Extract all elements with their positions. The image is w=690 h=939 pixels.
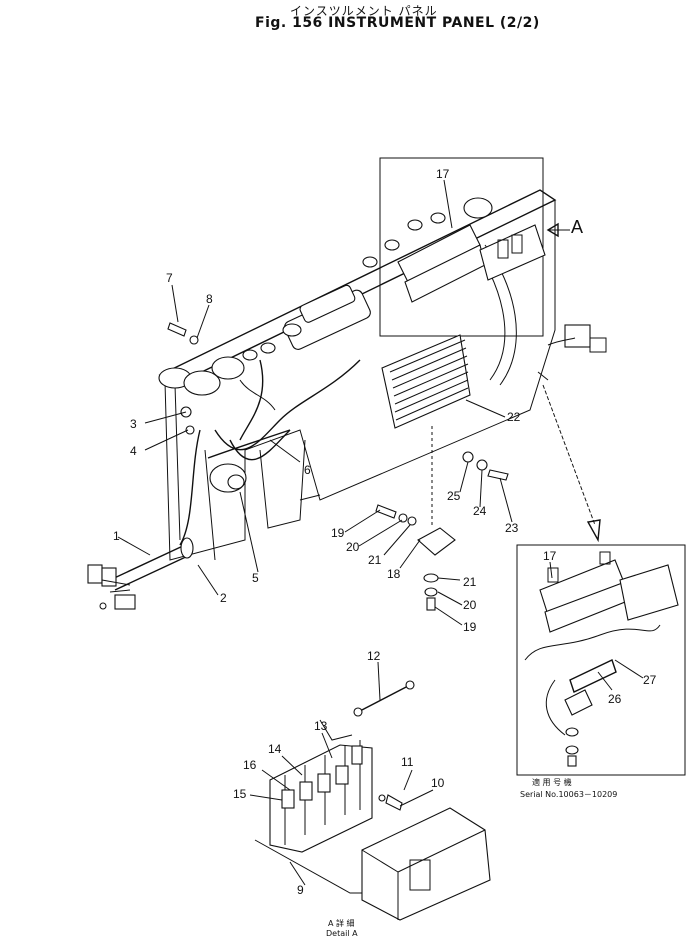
key-switch	[207, 429, 291, 493]
detail-label-jp: A 詳 細	[328, 918, 355, 928]
cable-assembly	[87, 537, 194, 610]
callout-8: 8	[206, 292, 213, 306]
callout-5: 5	[252, 571, 259, 585]
leader-lines	[117, 179, 644, 886]
caption-labels: 適 用 号 機 Serial No.10063－10209 A 詳 細 Deta…	[326, 777, 617, 938]
callout-1: 1	[113, 529, 120, 543]
figure-title: Fig. 156 INSTRUMENT PANEL (2/2)	[255, 15, 540, 31]
callout-20: 20	[346, 540, 360, 554]
callout-19b: 19	[463, 620, 477, 634]
callout-25: 25	[447, 489, 461, 503]
callout-17: 17	[436, 167, 450, 181]
callout-24: 24	[473, 504, 487, 518]
callout-18: 18	[387, 567, 401, 581]
callout-3: 3	[130, 417, 137, 431]
fasteners	[167, 322, 509, 611]
callout-15: 15	[233, 787, 247, 801]
detail-label-en: Detail A	[326, 929, 358, 938]
serial-number: Serial No.10063－10209	[520, 790, 617, 799]
japanese-title: インスツルメント パネル	[290, 4, 438, 18]
callout-7: 7	[166, 271, 173, 285]
callout-19: 19	[331, 526, 345, 540]
callout-6: 6	[304, 463, 311, 477]
callout-2: 2	[220, 591, 227, 605]
detail-leader-arrow	[537, 371, 601, 543]
callout-21b: 21	[463, 575, 477, 589]
callout-13: 13	[314, 719, 328, 733]
callout-4: 4	[130, 444, 137, 458]
callout-labels: 7 8 3 4 1 2 5 6 19 20 21 18 21 20 19 22 …	[113, 167, 657, 897]
callout-14: 14	[268, 742, 282, 756]
detail-a-drawing	[254, 680, 491, 921]
detail-view-frame	[379, 157, 570, 337]
callout-20b: 20	[463, 598, 477, 612]
view-marker-a: A	[571, 217, 583, 237]
relay-box	[397, 224, 607, 353]
callout-10: 10	[431, 776, 445, 790]
callout-22: 22	[507, 410, 521, 424]
serial-label-jp: 適 用 号 機	[532, 777, 572, 787]
callout-16: 16	[243, 758, 257, 772]
callout-12: 12	[367, 649, 381, 663]
gauges	[158, 197, 493, 396]
callout-11: 11	[401, 755, 414, 769]
callout-9: 9	[297, 883, 304, 897]
callout-17b: 17	[543, 549, 557, 563]
callout-23: 23	[505, 521, 519, 535]
inset-frame	[516, 544, 686, 776]
callout-26: 26	[608, 692, 622, 706]
callout-21: 21	[368, 553, 382, 567]
callout-27: 27	[643, 673, 657, 687]
heater-unit	[381, 334, 471, 525]
